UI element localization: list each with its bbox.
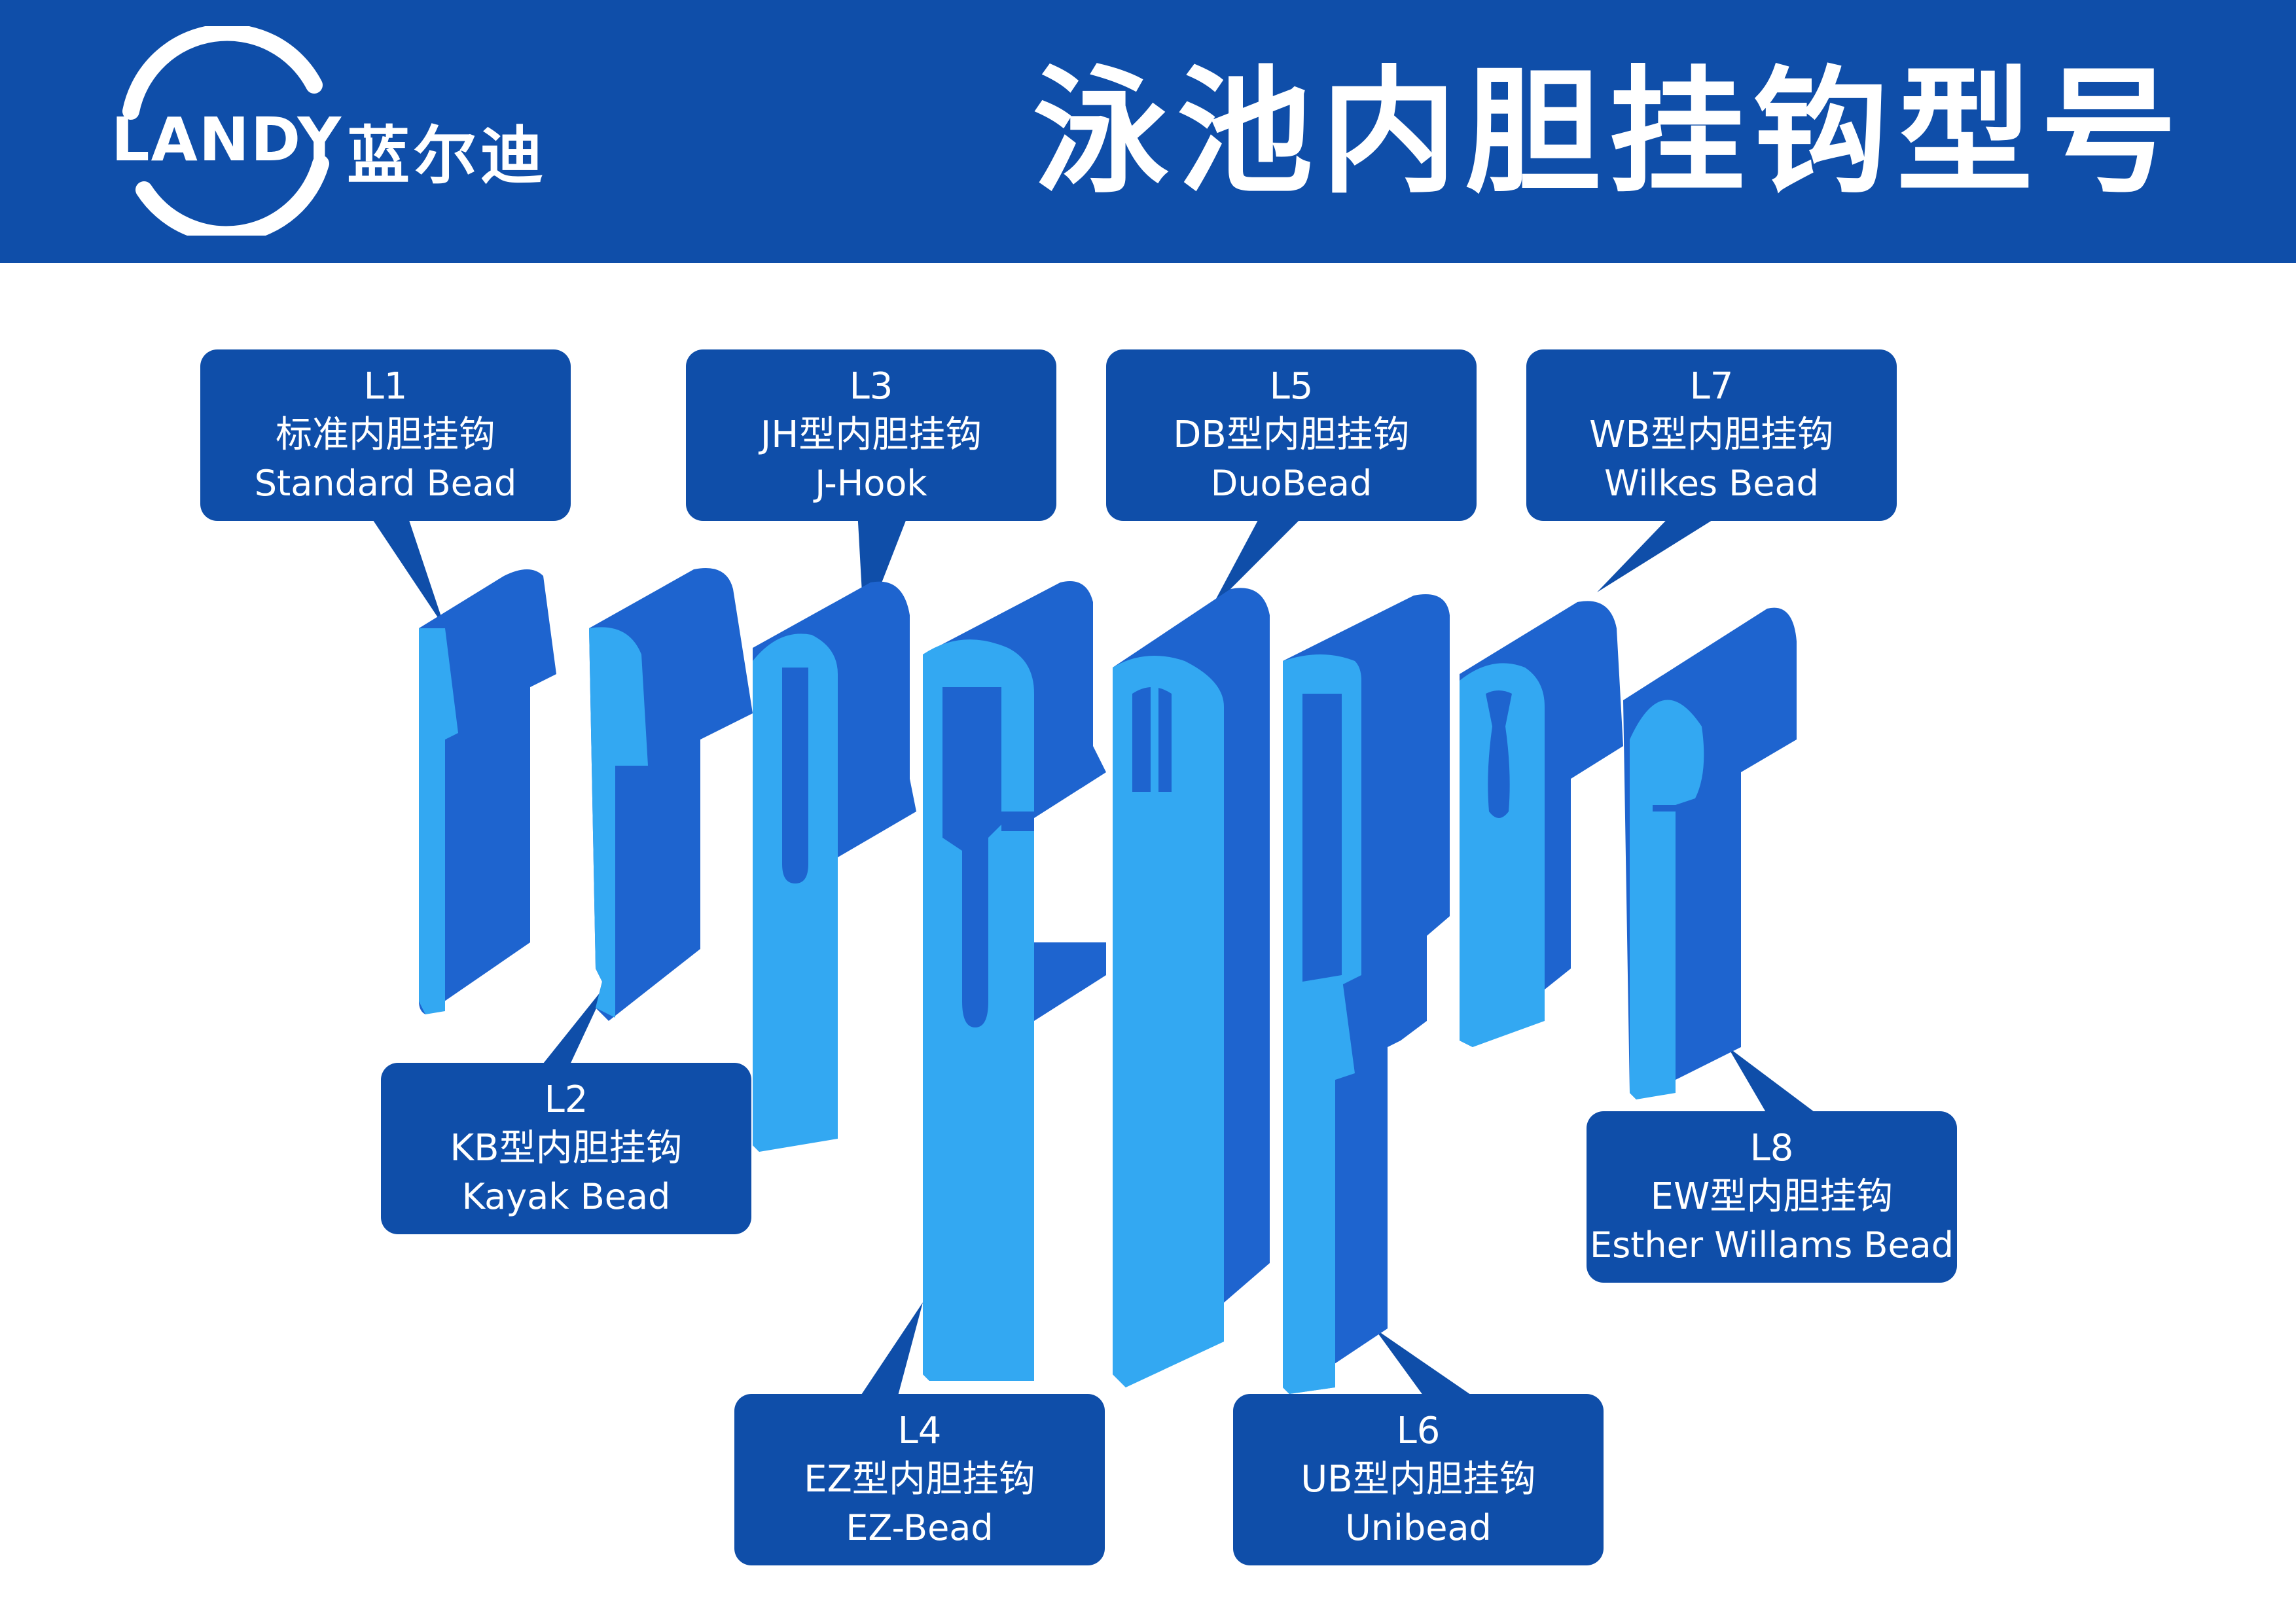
callout-code: L1 (363, 365, 408, 408)
pointer-l4 (857, 1302, 923, 1400)
callout-name-cn: EZ型内胆挂钩 (804, 1458, 1035, 1501)
page-title: 泳池内胆挂钩型号 (1033, 54, 2185, 212)
callout-name-cn: 标准内胆挂钩 (276, 414, 495, 456)
brand-logo: LANDY 蓝尔迪 (105, 24, 576, 243)
callout-name-en: Unibead (1345, 1507, 1492, 1548)
callout-name-cn: WB型内胆挂钩 (1589, 414, 1834, 456)
callout-l4: L4 EZ型内胆挂钩 EZ-Bead (734, 1394, 1105, 1565)
callout-name-cn: EW型内胆挂钩 (1650, 1175, 1893, 1218)
callout-name-en: Wilkes Bead (1604, 463, 1819, 504)
callout-name-en: DuoBead (1210, 463, 1372, 504)
callout-l2: L2 KB型内胆挂钩 Kayak Bead (381, 1063, 751, 1234)
profile-l6-unibead (1283, 594, 1450, 1394)
callout-name-cn: DB型内胆挂钩 (1173, 414, 1410, 456)
brand-latin: LANDY (111, 105, 343, 175)
callout-l5: L5 DB型内胆挂钩 DuoBead (1106, 349, 1477, 521)
pointer-l7 (1597, 510, 1728, 592)
callout-code: L2 (544, 1079, 588, 1121)
callout-name-en: Esther Willams Bead (1589, 1224, 1954, 1266)
callout-code: L7 (1689, 365, 1734, 408)
callout-name-en: Kayak Bead (461, 1176, 671, 1217)
pointer-l8 (1728, 1047, 1833, 1126)
callout-code: L8 (1749, 1127, 1794, 1169)
profile-l1-standard-bead (419, 569, 556, 1014)
header-bar: LANDY 蓝尔迪 泳池内胆挂钩型号 (0, 0, 2296, 263)
pointer-l2 (530, 982, 609, 1080)
callout-name-en: Standard Bead (254, 463, 517, 504)
callout-l6: L6 UB型内胆挂钩 Unibead (1233, 1394, 1604, 1565)
callout-l8: L8 EW型内胆挂钩 Esther Willams Bead (1587, 1111, 1957, 1283)
landy-ring-logo-icon (122, 24, 329, 243)
callout-code: L6 (1396, 1410, 1441, 1452)
pointer-l5 (1211, 510, 1309, 609)
brand-chinese: 蓝尔迪 (347, 119, 547, 192)
pointer-l1 (367, 510, 445, 628)
callout-pointers (367, 510, 1833, 1400)
callout-name-en: EZ-Bead (846, 1507, 994, 1548)
callout-code: L4 (897, 1410, 942, 1452)
profile-l3-j-hook (753, 581, 916, 1152)
callout-name-cn: KB型内胆挂钩 (450, 1127, 683, 1169)
callout-l7: L7 WB型内胆挂钩 Wilkes Bead (1526, 349, 1897, 521)
profile-l7-wilkes-bead (1460, 601, 1623, 1047)
callout-code: L5 (1269, 365, 1314, 408)
profile-l5-duobead (1113, 588, 1270, 1388)
profile-l8-esther-willams-bead (1623, 607, 1797, 1099)
profile-l4-ez-bead (923, 581, 1106, 1382)
callout-l3: L3 JH型内胆挂钩 J-Hook (686, 349, 1056, 521)
callout-name-cn: UB型内胆挂钩 (1300, 1458, 1536, 1501)
profile-l2-kayak-bead (589, 568, 753, 1021)
pointer-l6 (1374, 1329, 1479, 1400)
callout-name-cn: JH型内胆挂钩 (760, 414, 982, 456)
callout-name-en: J-Hook (815, 463, 927, 504)
callout-l1: L1 标准内胆挂钩 Standard Bead (200, 349, 571, 521)
callout-code: L3 (849, 365, 893, 408)
